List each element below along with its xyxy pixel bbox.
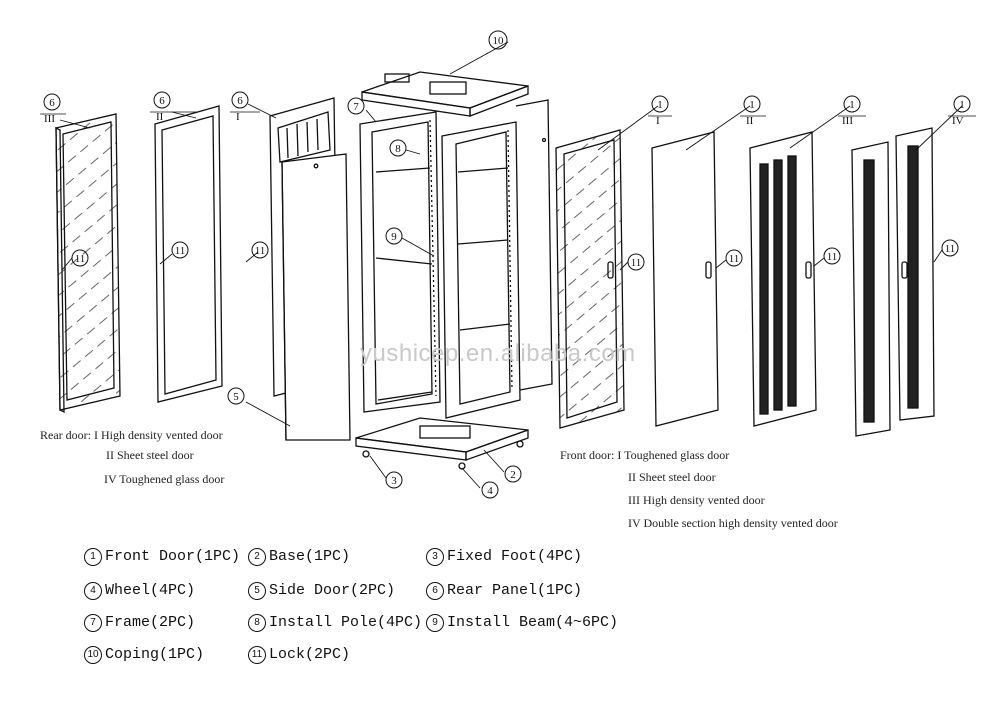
svg-text:1: 1 bbox=[657, 99, 663, 111]
callout-6-I: 6 bbox=[231, 91, 249, 109]
callout-1-I: 1 bbox=[651, 95, 669, 113]
callout-2: 2 bbox=[504, 465, 522, 483]
callout-1-IV: 1 bbox=[953, 95, 971, 113]
svg-text:11: 11 bbox=[255, 245, 266, 257]
callout-11-rear-vented: 11 bbox=[251, 241, 269, 259]
svg-text:5: 5 bbox=[233, 391, 239, 403]
callout-1-III: 1 bbox=[843, 95, 861, 113]
front-door-steel bbox=[651, 131, 719, 427]
svg-text:III: III bbox=[842, 115, 853, 127]
svg-text:I: I bbox=[656, 115, 660, 127]
frame-right bbox=[441, 121, 521, 419]
rear-door-note-1: Rear door: I High density vented door bbox=[40, 428, 223, 442]
svg-text:11: 11 bbox=[729, 253, 740, 265]
svg-text:1: 1 bbox=[849, 99, 855, 111]
callout-4: 4 bbox=[481, 481, 499, 499]
callouts: 6 6 6 7 8 9 10 5 3 4 2 1 1 1 1 11 11 11 … bbox=[43, 30, 971, 499]
svg-text:11: 11 bbox=[945, 243, 956, 255]
callout-10: 10 bbox=[488, 30, 508, 50]
rear-panel bbox=[515, 99, 553, 391]
svg-text:3: 3 bbox=[391, 475, 397, 487]
callout-11-front-vented: 11 bbox=[823, 247, 841, 265]
front-door-note-2: II Sheet steel door bbox=[628, 470, 716, 484]
front-door-double-vented bbox=[851, 127, 935, 437]
door-type-labels: III II I I II III IV bbox=[40, 111, 976, 127]
callout-11-front-double: 11 bbox=[941, 239, 959, 257]
svg-text:6: 6 bbox=[159, 95, 165, 107]
svg-text:4: 4 bbox=[487, 485, 493, 497]
front-door-note-3: III High density vented door bbox=[628, 493, 765, 507]
front-door-note-1: Front door: I Toughened glass door bbox=[560, 448, 730, 462]
front-door-glass bbox=[555, 129, 625, 429]
svg-text:III: III bbox=[44, 113, 55, 125]
svg-text:II: II bbox=[156, 111, 164, 123]
callout-11-rear-glass: 11 bbox=[71, 249, 89, 267]
svg-text:9: 9 bbox=[391, 231, 397, 243]
callout-5: 5 bbox=[227, 387, 245, 405]
front-door-note-4: IV Double section high density vented do… bbox=[628, 516, 838, 530]
svg-text:11: 11 bbox=[175, 245, 186, 257]
svg-text:8: 8 bbox=[395, 143, 401, 155]
svg-text:II: II bbox=[746, 115, 754, 127]
callout-6-III: 6 bbox=[43, 93, 61, 111]
callout-1-II: 1 bbox=[743, 95, 761, 113]
svg-text:1: 1 bbox=[749, 99, 755, 111]
callout-6-II: 6 bbox=[153, 91, 171, 109]
callout-3: 3 bbox=[385, 471, 403, 489]
svg-text:11: 11 bbox=[631, 257, 642, 269]
svg-text:11: 11 bbox=[827, 251, 838, 263]
callout-8: 8 bbox=[389, 139, 407, 157]
svg-text:10: 10 bbox=[493, 35, 505, 47]
callout-11-front-steel: 11 bbox=[725, 249, 743, 267]
base bbox=[355, 417, 529, 470]
svg-text:IV: IV bbox=[952, 115, 964, 127]
watermark: yushicep.en.alibaba.com bbox=[360, 340, 636, 367]
coping-top bbox=[361, 71, 529, 117]
leader-lines bbox=[59, 41, 963, 489]
svg-text:I: I bbox=[236, 111, 240, 123]
svg-text:11: 11 bbox=[75, 253, 86, 265]
svg-text:2: 2 bbox=[510, 469, 516, 481]
callout-11-rear-steel: 11 bbox=[171, 241, 189, 259]
callout-9: 9 bbox=[385, 227, 403, 245]
rear-door-note-3: IV Toughened glass door bbox=[104, 472, 225, 486]
frame-left bbox=[359, 111, 441, 413]
svg-text:1: 1 bbox=[959, 99, 965, 111]
rear-door-note-2: II Sheet steel door bbox=[106, 448, 194, 462]
callout-7: 7 bbox=[347, 97, 365, 115]
svg-text:6: 6 bbox=[49, 97, 55, 109]
rear-door-glass bbox=[55, 113, 121, 414]
svg-text:7: 7 bbox=[353, 101, 359, 113]
side-door bbox=[281, 153, 351, 441]
front-door-vented bbox=[749, 131, 817, 427]
rear-door-steel bbox=[154, 105, 223, 403]
callout-11-front-glass: 11 bbox=[627, 253, 645, 271]
svg-text:6: 6 bbox=[237, 95, 243, 107]
